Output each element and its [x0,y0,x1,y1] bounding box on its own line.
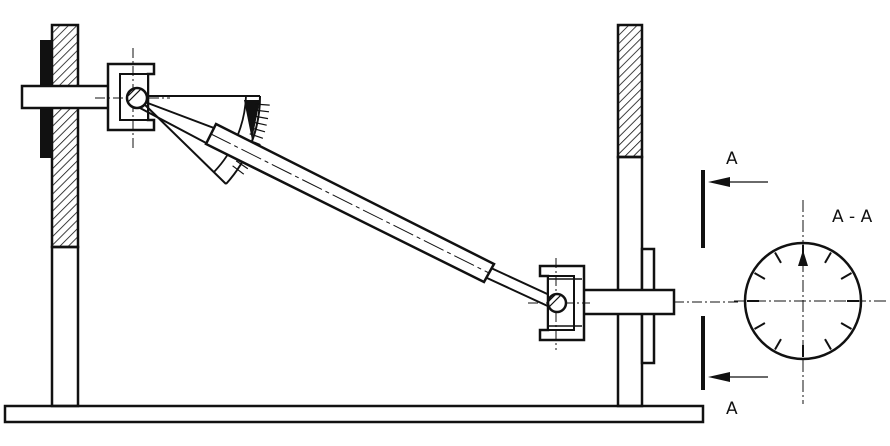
scale-tick [232,165,245,175]
dial-tick [824,252,832,264]
base-plate [3,404,705,424]
right-column [616,23,656,408]
dial-tick [754,272,766,280]
dial-tick [774,338,782,350]
left-horizontal-rod [20,84,112,110]
section-marker-top [701,170,768,248]
inclined-rod [139,101,557,309]
dial-pointer-arrow [798,250,808,266]
right-horizontal-shaft [576,288,740,316]
scale-tick [255,109,270,113]
dial-tick [754,322,766,330]
scale-tick [254,115,269,120]
scale-tick [249,133,264,139]
ball-joint-lower [546,292,568,314]
dial-tick [824,338,832,350]
ball-joint-upper [125,86,149,110]
section-marker-bottom [701,316,768,390]
dial-tick [840,322,852,330]
scale-tick [235,160,249,170]
dial-tick [840,272,852,280]
left-column [40,23,80,408]
section-label-bottom: A [726,399,738,419]
section-view-title: A - A [832,207,873,227]
scale-tick [252,121,267,126]
scale-tick [255,103,270,106]
graduated-dial [734,200,886,404]
scale-tick [251,127,266,133]
section-label-top: A [726,149,738,169]
dial-tick [774,252,782,264]
